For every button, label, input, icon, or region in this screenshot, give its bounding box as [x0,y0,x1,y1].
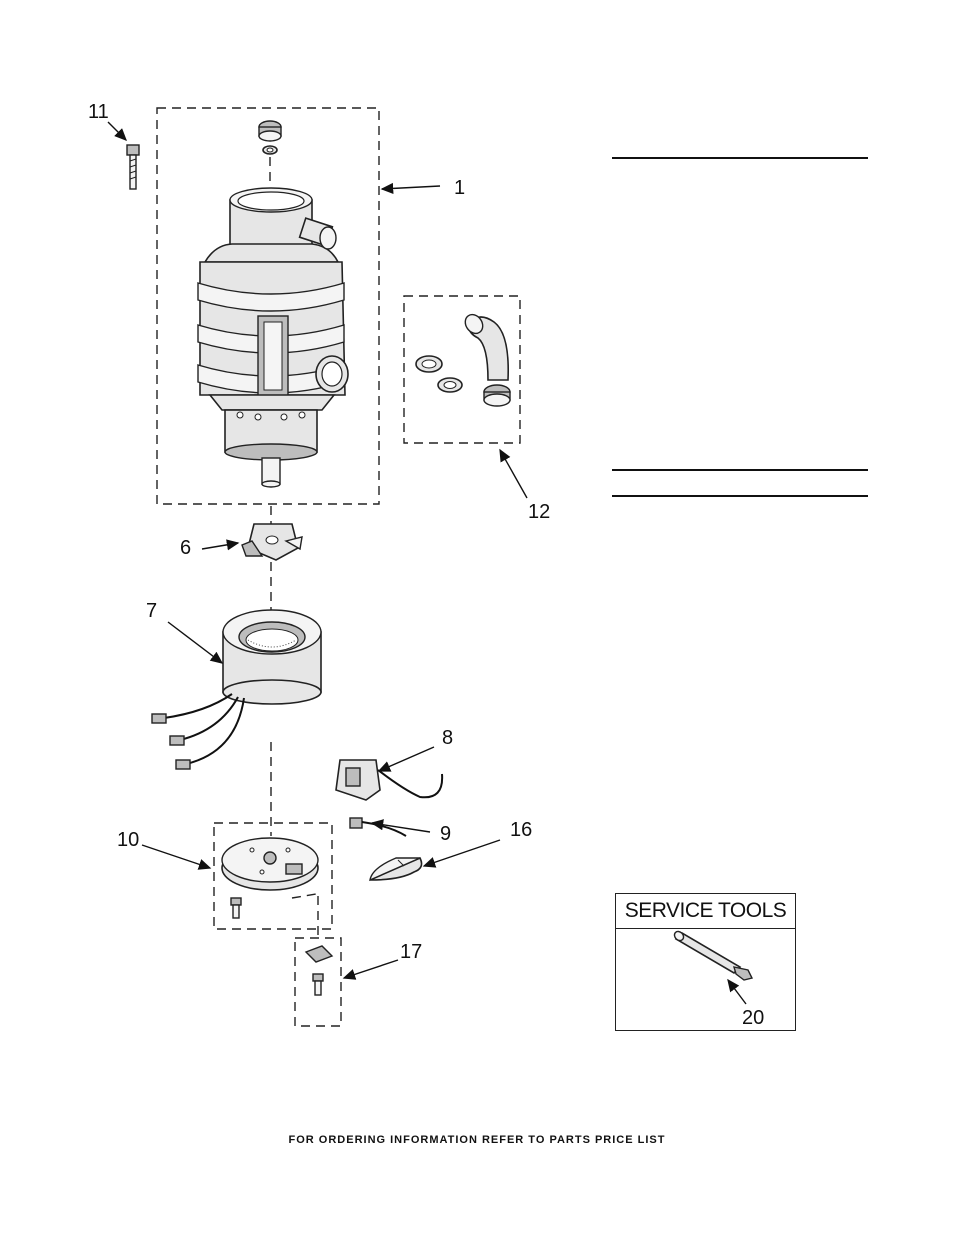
assembly-12-frame [403,295,521,444]
elbow-part [464,313,510,381]
plate-part [304,945,334,963]
assembly-1-frame [156,107,380,505]
rule-lower [612,495,868,497]
bolt-part [126,144,140,190]
gasket-part [415,355,443,373]
rule-top [612,157,868,159]
footer-note: FOR ORDERING INFORMATION REFER TO PARTS … [288,1134,666,1146]
callout-16: 16 [510,819,532,841]
service-tools-box: SERVICE TOOLS [615,893,796,1031]
cap-nut-part [258,120,282,142]
end-bell-part [221,837,319,891]
callout-11: 11 [88,101,109,123]
callout-9: 9 [440,823,451,845]
disposer-hopper-part [197,187,349,488]
switch-part [335,759,444,801]
callout-6: 6 [180,537,191,559]
connector-part [349,817,407,837]
rule-middle [612,469,868,471]
callout-20: 20 [742,1007,764,1029]
screw-part-2 [312,973,324,996]
callout-7: 7 [146,600,157,622]
stator-wires [151,693,245,770]
stator-part [222,609,322,705]
callout-1: 1 [454,177,465,199]
callout-10: 10 [117,829,139,851]
assembly-17-frame [294,937,342,1027]
service-tools-title: SERVICE TOOLS [616,894,795,929]
callout-12: 12 [528,501,550,523]
callout-8: 8 [442,727,453,749]
shield-part [369,856,423,882]
washer-part [262,145,278,155]
callout-17: 17 [400,941,422,963]
rotor-clip-part [241,523,303,561]
assembly-10-frame [213,822,333,930]
gasket-part-2 [437,377,463,393]
wrench-tool-part [673,930,754,981]
screw-part [230,897,242,919]
flange-nut-part [483,384,511,407]
